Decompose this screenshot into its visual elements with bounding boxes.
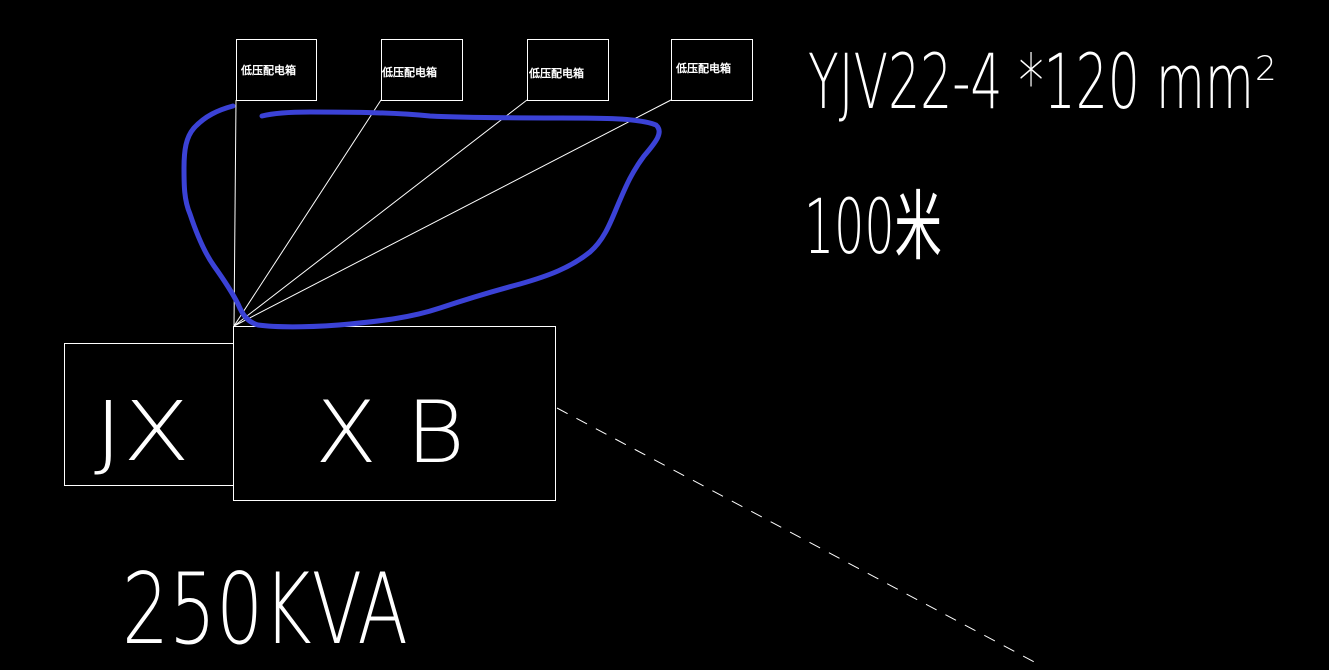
distribution-box-4-label: 低压配电箱 [675,61,731,75]
distribution-box-2: 低压配电箱 [381,39,463,101]
feeder-line-3 [233,99,528,327]
distribution-box-1: 低压配电箱 [236,39,317,101]
distribution-box-4: 低压配电箱 [671,39,753,101]
cable-spec: YJV22-4 *120 mm [808,37,1254,126]
annotation-loop [181,103,662,330]
feeder-line-1 [233,99,237,327]
transformer-capacity: 250KVA [122,553,408,667]
jx-block-label: JX [94,385,190,480]
feeder-line-4 [233,99,672,327]
distribution-box-3-label: 低压配电箱 [528,66,584,80]
feeder-line-2 [233,99,382,327]
jx-block: JX [64,343,234,486]
distribution-box-3: 低压配电箱 [527,39,609,101]
feeder-lines [233,99,672,327]
dashed-leader-line [556,407,1041,666]
distribution-box-1-label: 低压配电箱 [240,63,296,77]
xb-transformer-block: X B [233,326,556,501]
cable-spec-superscript: 2 [1255,49,1277,89]
distribution-box-2-label: 低压配电箱 [381,65,437,79]
xb-block-label: X B [315,383,465,483]
cable-length: 100米 [804,182,942,271]
